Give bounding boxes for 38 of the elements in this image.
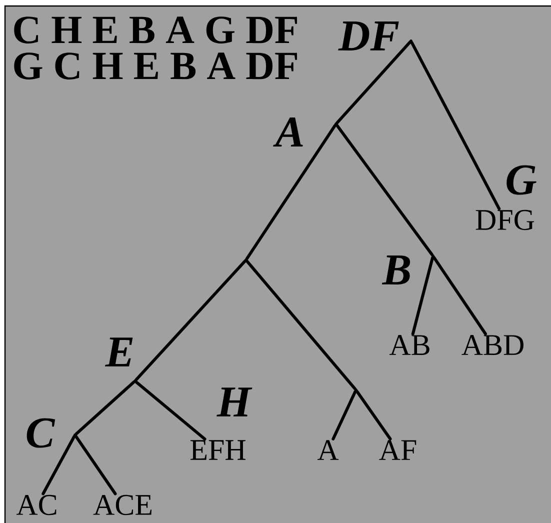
mutation-label: G [506, 165, 536, 195]
branch-point [134, 380, 136, 382]
tree-branch [355, 390, 392, 440]
tree-branch [74, 380, 136, 436]
tree-branch [336, 40, 412, 124]
branch-point [74, 434, 76, 436]
branch-point [244, 258, 248, 262]
tree-branch [336, 124, 434, 256]
tree-branch [246, 260, 356, 390]
tree-branch [134, 260, 246, 382]
taxon-label: EFH [190, 440, 246, 460]
mutation-label: E [105, 338, 133, 366]
tree-branch [332, 390, 357, 440]
branch-point [334, 122, 338, 126]
taxon-label: AC [16, 494, 56, 516]
tree-branch [134, 380, 206, 440]
mutation-label: A [273, 117, 303, 147]
taxon-label: AF [379, 440, 416, 460]
tree-branch [245, 124, 337, 260]
taxon-label: ACE [93, 494, 152, 516]
character-order: G C H E B A DF [14, 52, 297, 80]
branch-point [410, 40, 412, 42]
taxon-label: ABD [462, 335, 524, 355]
tree-branch [411, 256, 434, 336]
tree-branch [42, 435, 76, 496]
tree-branch [410, 41, 501, 210]
tree-branch [432, 256, 487, 336]
taxon-label: A [317, 440, 339, 460]
taxon-label: DFG [476, 210, 534, 230]
mutation-label: H [216, 388, 252, 416]
branch-point [432, 254, 434, 258]
mutation-label: DF [338, 22, 399, 50]
mutation-label: C [26, 418, 56, 448]
character-order: C H E B A G DF [14, 16, 297, 44]
taxon-label: AB [389, 335, 430, 355]
tree-branch [74, 434, 117, 496]
mutation-label: B [382, 256, 410, 284]
branch-point [354, 388, 358, 392]
